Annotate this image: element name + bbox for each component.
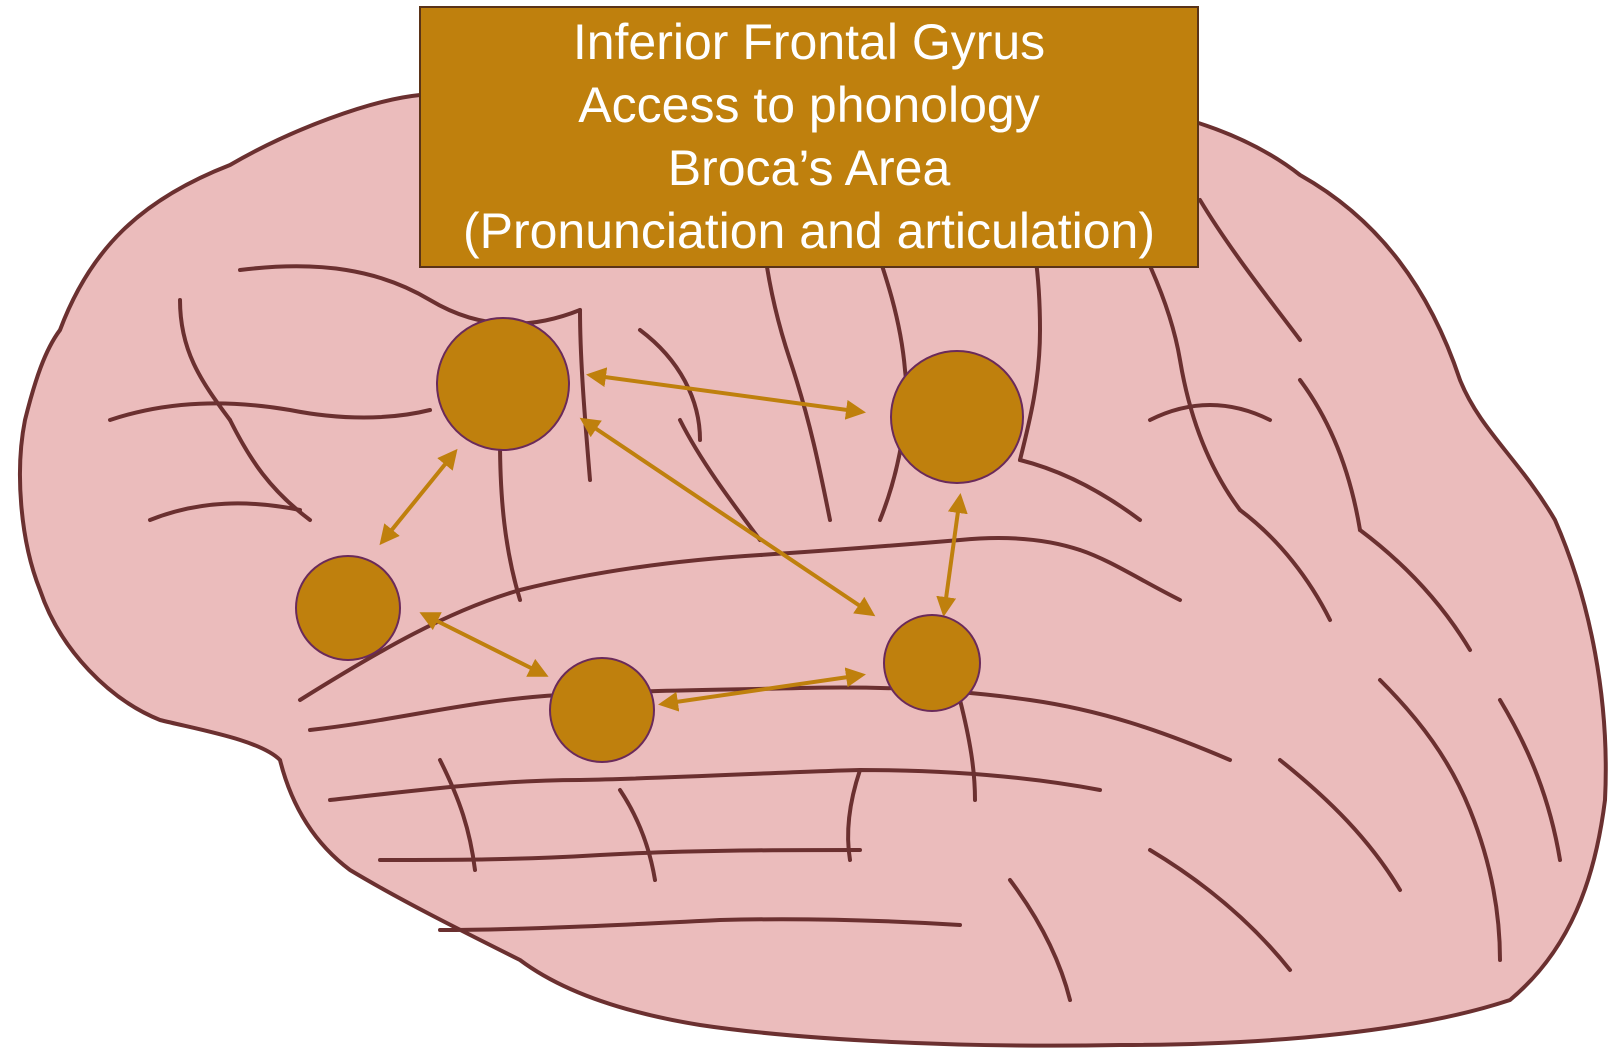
node-1 (437, 318, 569, 450)
node-3 (296, 556, 400, 660)
callout-line-2: Access to phonology (578, 74, 1039, 137)
callout-line-1: Inferior Frontal Gyrus (573, 11, 1045, 74)
callout-line-4: (Pronunciation and articulation) (463, 200, 1155, 263)
node-4 (550, 658, 654, 762)
callout-box: Inferior Frontal Gyrus Access to phonolo… (419, 6, 1199, 268)
callout-line-3: Broca’s Area (668, 137, 951, 200)
node-5 (884, 615, 980, 711)
node-2 (891, 351, 1023, 483)
